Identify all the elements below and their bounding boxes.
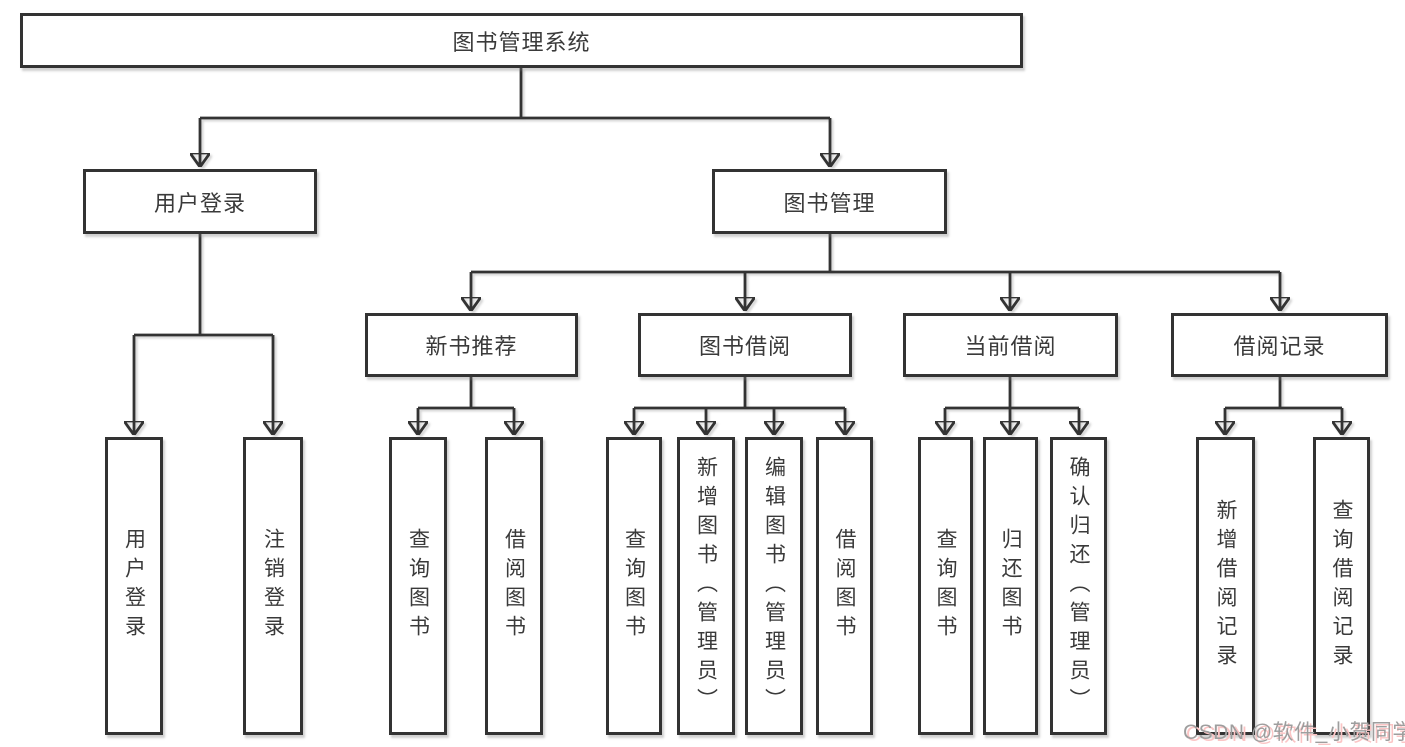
node-library-system: 图书管理系统 bbox=[20, 13, 1023, 68]
leaf-borrow-books-0: 借阅图书 bbox=[485, 437, 543, 735]
node-borrow-records: 借阅记录 bbox=[1171, 313, 1388, 377]
leaf-add-books-admin: 新增图书（管理员） bbox=[677, 437, 735, 735]
node-user-login: 用户登录 bbox=[83, 169, 317, 234]
leaf-return-books: 归还图书 bbox=[983, 437, 1038, 735]
node-user-login-label: 用户登录 bbox=[153, 190, 246, 216]
csdn-watermark: CSDN @软件_小贺同学 bbox=[1183, 721, 1405, 744]
connector-newbook-split bbox=[418, 377, 514, 410]
node-current-borrow-label: 当前借阅 bbox=[964, 334, 1057, 359]
leaf-query-borrow-record-label: 查询借阅记录 bbox=[1330, 499, 1354, 673]
leaf-query-books-0: 查询图书 bbox=[389, 437, 447, 735]
node-book-borrow: 图书借阅 bbox=[638, 313, 852, 377]
leaf-add-borrow-record: 新增借阅记录 bbox=[1196, 437, 1255, 735]
leaf-return-books-label: 归还图书 bbox=[999, 528, 1023, 644]
connector-records-split bbox=[1225, 377, 1342, 410]
node-current-borrow: 当前借阅 bbox=[903, 313, 1118, 377]
connector-root-split bbox=[200, 68, 830, 120]
node-borrow-records-label: 借阅记录 bbox=[1233, 334, 1326, 359]
leaf-borrow-books-0-label: 借阅图书 bbox=[502, 528, 526, 644]
node-library-system-label: 图书管理系统 bbox=[452, 29, 591, 55]
node-book-management: 图书管理 bbox=[712, 169, 947, 234]
leaf-logout-label: 注销登录 bbox=[261, 528, 285, 644]
leaf-query-borrow-record: 查询借阅记录 bbox=[1313, 437, 1370, 735]
connector-books-split bbox=[471, 234, 1280, 274]
node-book-management-label: 图书管理 bbox=[783, 190, 876, 216]
node-book-borrow-label: 图书借阅 bbox=[698, 334, 791, 359]
leaf-confirm-return-admin-label: 确认归还（管理员） bbox=[1067, 455, 1091, 717]
leaf-add-borrow-record-label: 新增借阅记录 bbox=[1214, 499, 1238, 673]
leaf-borrow-books-1-label: 借阅图书 bbox=[833, 528, 857, 644]
leaf-borrow-books-1: 借阅图书 bbox=[816, 437, 873, 735]
leaf-query-books-1-label: 查询图书 bbox=[622, 528, 646, 644]
leaf-confirm-return-admin: 确认归还（管理员） bbox=[1050, 437, 1107, 735]
node-new-book-recommend: 新书推荐 bbox=[365, 313, 578, 377]
leaf-user-login: 用户登录 bbox=[105, 437, 163, 735]
leaf-query-books-0-label: 查询图书 bbox=[406, 528, 430, 644]
connector-currentborrow-split bbox=[945, 377, 1079, 410]
leaf-logout: 注销登录 bbox=[243, 437, 303, 735]
leaf-user-login-label: 用户登录 bbox=[122, 528, 146, 644]
leaf-edit-books-admin: 编辑图书（管理员） bbox=[745, 437, 803, 735]
connector-user-split bbox=[134, 234, 273, 337]
leaf-add-books-admin-label: 新增图书（管理员） bbox=[694, 455, 718, 717]
leaf-query-books-2-label: 查询图书 bbox=[934, 528, 958, 644]
leaf-edit-books-admin-label: 编辑图书（管理员） bbox=[762, 455, 786, 717]
leaf-query-books-1: 查询图书 bbox=[606, 437, 662, 735]
node-new-book-recommend-label: 新书推荐 bbox=[425, 334, 518, 359]
connector-bookborrow-split bbox=[634, 377, 845, 410]
leaf-query-books-2: 查询图书 bbox=[918, 437, 973, 735]
